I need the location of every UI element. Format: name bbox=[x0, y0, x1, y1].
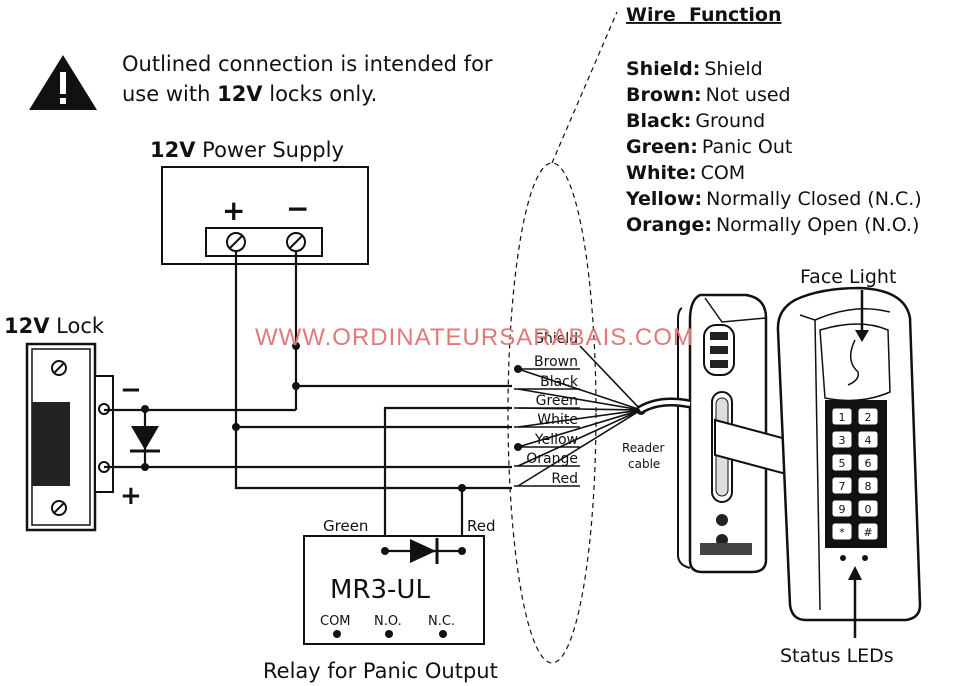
wire-function-row: Shield:Shield bbox=[626, 58, 763, 80]
keypad-key bbox=[831, 522, 853, 541]
status-leds-label: Status LEDs bbox=[780, 645, 894, 667]
relay-dot-com bbox=[333, 630, 341, 638]
power-supply-title: 12V Power Supply bbox=[150, 138, 344, 162]
relay-caption: Relay for Panic Output bbox=[263, 659, 498, 683]
wire-fan-line bbox=[517, 388, 642, 411]
wire-label-black: Black bbox=[540, 374, 579, 390]
terminal-screw-plus bbox=[226, 232, 246, 252]
keypad-key bbox=[857, 522, 879, 541]
relay-box bbox=[303, 535, 485, 645]
wire-function-row: White:COM bbox=[626, 162, 745, 184]
lock-plus-label: + bbox=[120, 481, 142, 511]
face-light-label: Face Light bbox=[800, 266, 896, 288]
relay-terminal-no: N.O. bbox=[374, 614, 402, 629]
power-supply-minus: − bbox=[286, 192, 309, 225]
keypad-key-label: 3 bbox=[839, 434, 846, 447]
wiring-lines bbox=[104, 251, 512, 547]
wire-labels: ShieldBrownBlackGreenWhiteYellowOrangeRe… bbox=[514, 331, 646, 487]
keypad-key-label: 2 bbox=[865, 411, 872, 424]
warning-line-2: use with 12V locks only. bbox=[122, 82, 377, 106]
wire-fan-line bbox=[517, 409, 642, 428]
lock-diode bbox=[130, 405, 160, 471]
keypad-key bbox=[857, 453, 879, 472]
reader-cable-label-2: cable bbox=[628, 457, 660, 471]
wire-label-green: Green bbox=[536, 393, 578, 409]
keypad-key-label: 5 bbox=[839, 457, 846, 470]
relay-green-label: Green bbox=[323, 517, 368, 535]
keypad-key-label: * bbox=[839, 526, 845, 539]
warning-icon bbox=[29, 55, 97, 110]
lock-title: 12V Lock bbox=[4, 314, 105, 338]
keypad-key-label: 6 bbox=[865, 457, 872, 470]
wire-label-red: Red bbox=[551, 471, 578, 487]
keypad-key-label: 4 bbox=[865, 434, 872, 447]
wire-function-row: Orange:Normally Open (N.O.) bbox=[626, 214, 919, 236]
wire-label-orange: Orange bbox=[526, 451, 578, 467]
wire-function-row: Yellow:Normally Closed (N.C.) bbox=[625, 188, 922, 210]
wire-label-shield: Shield bbox=[535, 331, 578, 347]
relay-terminal-nc: N.C. bbox=[428, 614, 455, 629]
keypad-key bbox=[857, 430, 879, 449]
face-light-arrow bbox=[855, 290, 869, 342]
wire-label-white: White bbox=[537, 412, 578, 428]
keypad-key bbox=[831, 430, 853, 449]
lock-body bbox=[25, 342, 114, 532]
relay-red-label: Red bbox=[467, 517, 496, 535]
wire-function-row: Black:Ground bbox=[626, 110, 765, 132]
power-supply-box bbox=[161, 166, 369, 265]
wire-function-row: Brown:Not used bbox=[626, 84, 791, 106]
keypad-key bbox=[831, 499, 853, 518]
power-supply-plus: + bbox=[222, 194, 245, 227]
wire-function-heading: Wire Function bbox=[626, 4, 781, 26]
wire-label-brown: Brown bbox=[534, 354, 578, 370]
wire-end-dot bbox=[514, 365, 522, 373]
keypad-key bbox=[831, 453, 853, 472]
keypad-key bbox=[857, 499, 879, 518]
relay-diode bbox=[381, 538, 466, 564]
keypad-key-label: 7 bbox=[839, 480, 846, 493]
watermark: WWW.ORDINATEURSARABAIS.COM bbox=[255, 324, 694, 351]
relay-terminal-com: COM bbox=[320, 614, 351, 629]
wire-fan-line bbox=[517, 409, 642, 448]
relay-dot-no bbox=[385, 630, 393, 638]
keypad-key-label: 8 bbox=[865, 480, 872, 493]
terminal-screw-minus bbox=[286, 232, 306, 252]
wire-function-row: Green:Panic Out bbox=[626, 136, 792, 158]
relay-dot-nc bbox=[439, 630, 447, 638]
wire-bundle bbox=[507, 11, 618, 664]
wire-fan-line bbox=[517, 409, 642, 467]
relay-model: MR3-UL bbox=[330, 575, 430, 605]
keypad-key bbox=[857, 476, 879, 495]
wire-fan-line bbox=[517, 409, 642, 487]
keypad-key-label: # bbox=[863, 526, 872, 539]
keypad-key-label: 0 bbox=[865, 503, 872, 516]
keypad-key-label: 1 bbox=[839, 411, 846, 424]
lock-minus-label: − bbox=[120, 375, 142, 405]
keypad-key bbox=[831, 476, 853, 495]
keypad-key bbox=[831, 407, 853, 426]
wire-fan-line bbox=[579, 345, 642, 411]
keypad-key bbox=[857, 407, 879, 426]
keypad-keys: 1 2 3 4 5 6 7 8 9 0 * # bbox=[831, 407, 879, 541]
warning-line-1: Outlined connection is intended for bbox=[122, 52, 493, 76]
reader-cable-label-1: Reader bbox=[622, 441, 665, 455]
keypad-key-label: 9 bbox=[839, 503, 846, 516]
status-leds-arrow bbox=[848, 566, 862, 638]
wire-end-dot bbox=[514, 443, 522, 451]
